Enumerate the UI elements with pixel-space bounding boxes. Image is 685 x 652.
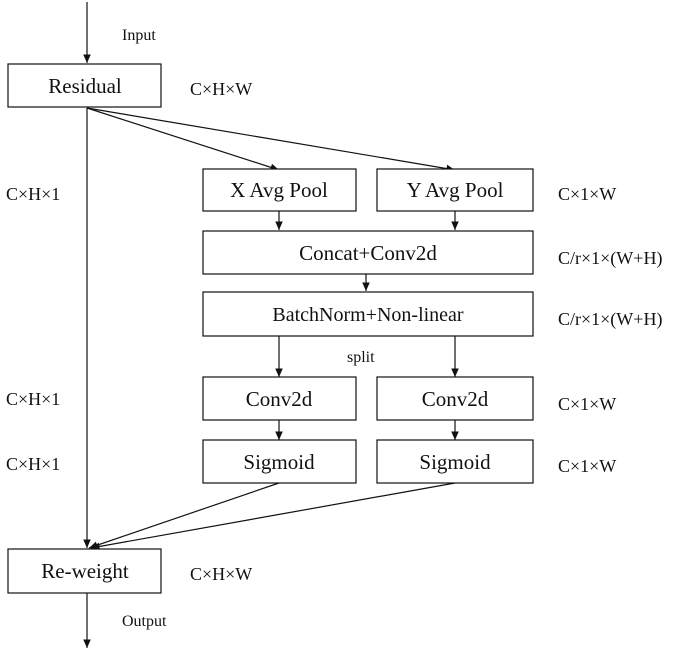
dim-right-branch-conv: C×1×W bbox=[558, 394, 616, 414]
dim-batchnorm: C/r×1×(W+H) bbox=[558, 309, 662, 330]
conv-left-box bbox=[202, 376, 357, 421]
reweight-label: Re-weight bbox=[41, 559, 129, 583]
sigmoid-right-label: Sigmoid bbox=[419, 450, 491, 474]
dim-right-branch-sigmoid: C×1×W bbox=[558, 456, 616, 476]
dim-residual: C×H×W bbox=[190, 79, 252, 99]
sigmoid-left-label: Sigmoid bbox=[243, 450, 315, 474]
conv-right-label: Conv2d bbox=[422, 387, 489, 411]
edge-residual-to-x-pool bbox=[86, 107, 280, 171]
x-avg-pool-box bbox=[202, 168, 357, 212]
output-label: Output bbox=[122, 613, 167, 630]
sigmoid-right-box bbox=[376, 439, 534, 484]
batchnorm-label: BatchNorm+Non-linear bbox=[272, 304, 464, 326]
edge-residual-to-y-pool bbox=[86, 107, 456, 173]
edges bbox=[83, 2, 459, 648]
reweight-box bbox=[7, 548, 162, 594]
concat-conv-label: Concat+Conv2d bbox=[299, 241, 437, 265]
dim-concat: C/r×1×(W+H) bbox=[558, 248, 662, 269]
dimension-labels: C×H×W C×H×1 C×1×W C/r×1×(W+H) C/r×1×(W+H… bbox=[6, 79, 662, 584]
residual-box bbox=[7, 63, 162, 108]
edge-sigmoid-right-to-reweight bbox=[90, 482, 456, 551]
split-label: split bbox=[347, 349, 375, 366]
dim-left-branch-pool: C×H×1 bbox=[6, 184, 60, 204]
dim-left-branch-conv: C×H×1 bbox=[6, 389, 60, 409]
y-avg-pool-box bbox=[376, 168, 534, 212]
edge-sigmoid-left-to-reweight bbox=[88, 482, 280, 549]
conv-right-box bbox=[376, 376, 534, 421]
node-labels: Residual X Avg Pool Y Avg Pool Concat+Co… bbox=[41, 74, 503, 583]
x-avg-pool-label: X Avg Pool bbox=[230, 178, 328, 202]
conv-left-label: Conv2d bbox=[246, 387, 313, 411]
residual-label: Residual bbox=[48, 74, 122, 98]
batchnorm-box bbox=[202, 291, 534, 337]
dim-reweight: C×H×W bbox=[190, 564, 252, 584]
flow-labels: Input split Output bbox=[122, 27, 375, 630]
y-avg-pool-label: Y Avg Pool bbox=[407, 178, 504, 202]
dim-right-branch-pool: C×1×W bbox=[558, 184, 616, 204]
concat-conv-box bbox=[202, 230, 534, 275]
dim-left-branch-sigmoid: C×H×1 bbox=[6, 454, 60, 474]
nodes bbox=[7, 63, 534, 594]
input-label: Input bbox=[122, 27, 156, 44]
sigmoid-left-box bbox=[202, 439, 357, 484]
